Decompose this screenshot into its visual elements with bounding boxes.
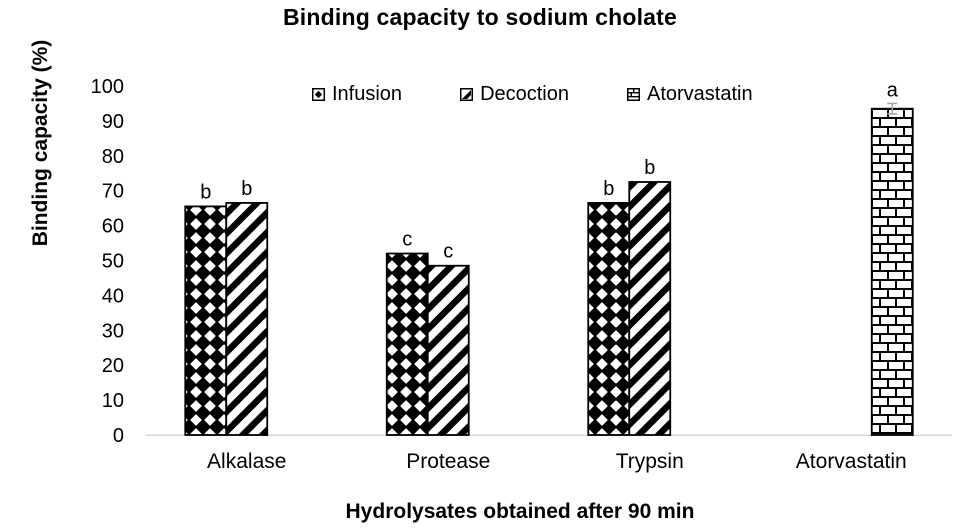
y-tick-label: 0 bbox=[113, 425, 124, 447]
bar-atorvastatin-atorvastatin bbox=[870, 107, 914, 436]
chart-title: Binding capacity to sodium cholate bbox=[282, 4, 677, 30]
significance-letter: b bbox=[200, 181, 211, 203]
legend-item-atorvastatin: Atorvastatin bbox=[627, 83, 753, 106]
bars-layer bbox=[184, 107, 914, 436]
diamond-pattern-swatch-icon bbox=[312, 88, 325, 101]
y-tick-label: 70 bbox=[102, 181, 124, 203]
bar-decoction-trypsin bbox=[628, 181, 672, 436]
y-tick-label: 100 bbox=[91, 76, 124, 98]
x-category-label: Atorvastatin bbox=[796, 450, 907, 473]
x-category-label: Alkalase bbox=[207, 450, 286, 473]
brick-pattern-swatch-icon bbox=[627, 88, 640, 101]
bar-decoction-protease bbox=[426, 264, 470, 436]
significance-letter: b bbox=[241, 178, 252, 200]
stripe-pattern-swatch-icon bbox=[460, 88, 474, 101]
y-tick-label: 80 bbox=[102, 146, 124, 168]
legend: Infusion Decoction Atorvastatin bbox=[312, 83, 753, 106]
error-bars-layer bbox=[887, 102, 898, 115]
significance-letters: b b c c b b a bbox=[200, 79, 899, 262]
legend-label-infusion: Infusion bbox=[332, 83, 403, 105]
x-axis-title: Hydrolysates obtained after 90 min bbox=[345, 500, 695, 523]
significance-letter: b bbox=[603, 178, 614, 200]
y-tick-label: 20 bbox=[102, 355, 124, 377]
bar-infusion-protease bbox=[385, 252, 429, 436]
y-tick-label: 40 bbox=[102, 285, 124, 307]
significance-letter: c bbox=[443, 241, 453, 263]
significance-letter: c bbox=[402, 229, 412, 251]
x-category-label: Protease bbox=[406, 450, 490, 473]
y-tick-label: 50 bbox=[102, 251, 124, 273]
y-tick-label: 30 bbox=[102, 320, 124, 342]
significance-letter: b bbox=[644, 157, 655, 179]
y-tick-label: 90 bbox=[102, 111, 124, 133]
y-tick-labels: 0 10 20 30 40 50 60 70 80 90 100 bbox=[91, 76, 124, 447]
y-tick-label: 10 bbox=[102, 390, 124, 412]
bar-decoction-alkalase bbox=[225, 202, 269, 436]
x-category-label: Trypsin bbox=[616, 450, 684, 473]
legend-item-infusion: Infusion bbox=[312, 83, 402, 106]
legend-item-decoction: Decoction bbox=[460, 83, 569, 106]
bar-infusion-trypsin bbox=[587, 202, 631, 436]
x-category-labels: Alkalase Protease Trypsin Atorvastatin bbox=[207, 450, 907, 473]
significance-letter: a bbox=[887, 79, 899, 101]
legend-label-decoction: Decoction bbox=[480, 83, 569, 105]
bar-infusion-alkalase bbox=[184, 205, 228, 436]
y-tick-label: 60 bbox=[102, 216, 124, 238]
legend-label-atorvastatin: Atorvastatin bbox=[647, 83, 753, 105]
